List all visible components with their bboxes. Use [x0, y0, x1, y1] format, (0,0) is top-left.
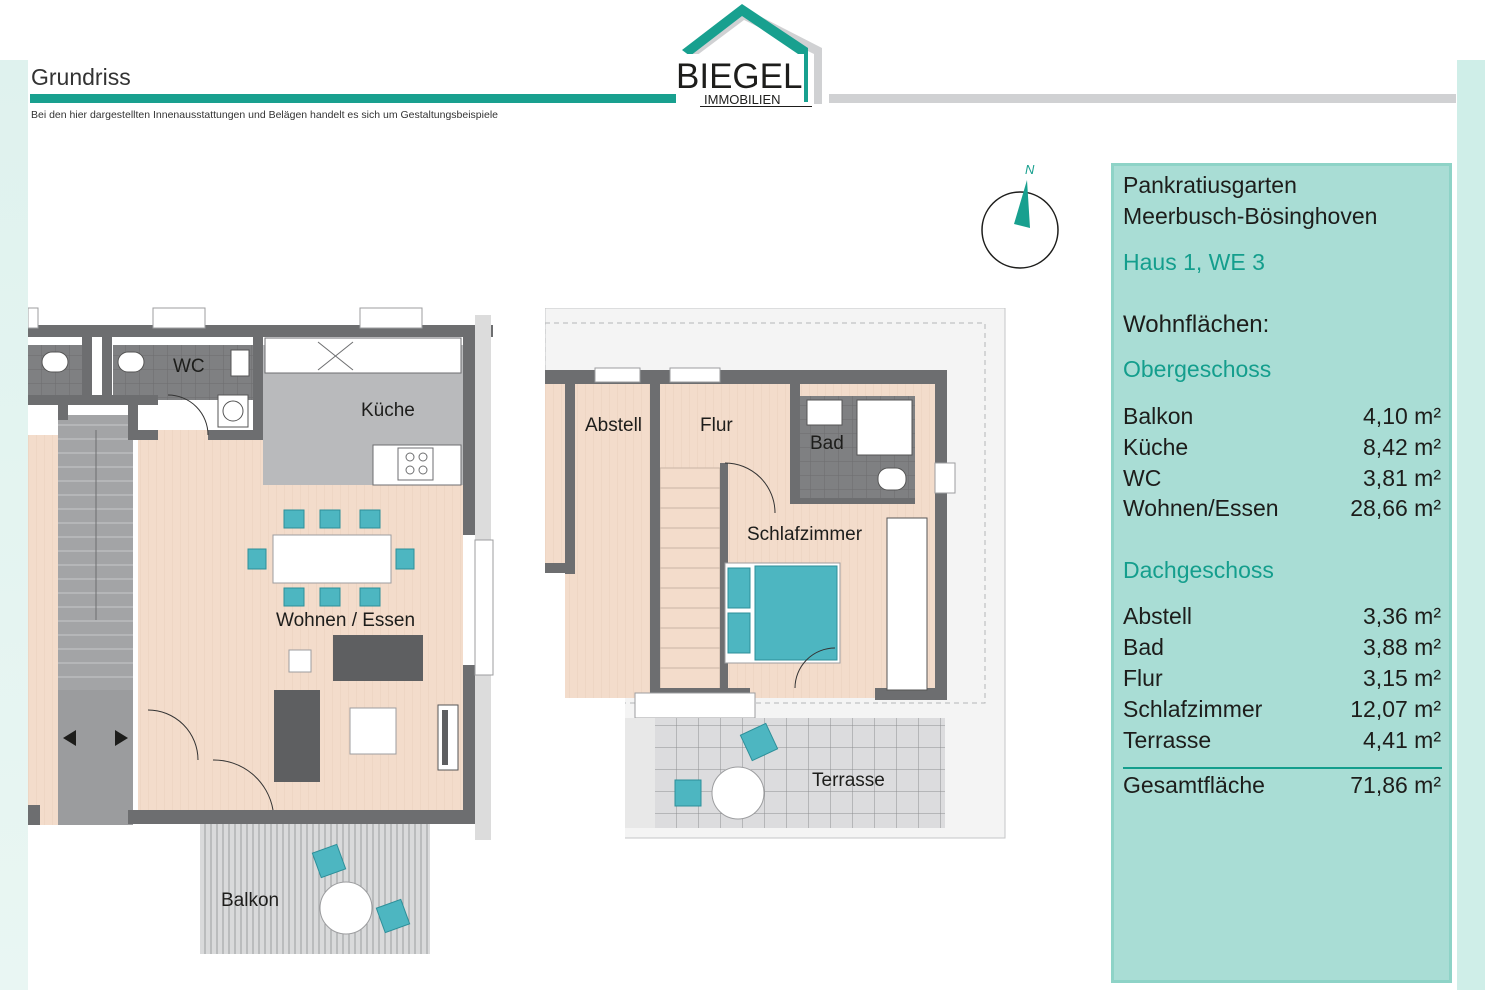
page-title: Grundriss	[31, 64, 131, 90]
section-heading-dachgeschoss: Dachgeschoss	[1123, 557, 1274, 583]
area-row-value: 4,41 m²	[1363, 727, 1441, 753]
area-row-label: Terrasse	[1123, 727, 1212, 753]
unit-label: Haus 1, WE 3	[1123, 249, 1265, 275]
logo-underline	[700, 106, 812, 107]
compass-icon: N	[981, 162, 1059, 269]
room-label-wc: WC	[173, 356, 205, 377]
room-label-schlafzimmer: Schlafzimmer	[747, 524, 863, 545]
area-row-label: Abstell	[1123, 603, 1193, 629]
project-name: Pankratiusgarten	[1123, 172, 1297, 198]
header-teal-rule	[30, 94, 698, 103]
room-label-abstell: Abstell	[585, 415, 642, 436]
area-row-value: 12,07 m²	[1350, 696, 1441, 722]
left-edge-strip	[0, 0, 28, 990]
area-row-label: Flur	[1123, 665, 1163, 691]
area-row-value: 3,81 m²	[1363, 465, 1441, 491]
right-edge-strip	[1457, 0, 1485, 990]
section-heading-obergeschoss: Obergeschoss	[1123, 356, 1272, 382]
area-row-value: 3,15 m²	[1363, 665, 1441, 691]
project-location: Meerbusch-Bösinghoven	[1123, 203, 1378, 229]
area-row-label: Wohnen/Essen	[1123, 495, 1279, 521]
area-row-label: WC	[1123, 465, 1162, 491]
room-label-terrasse: Terrasse	[812, 770, 885, 791]
area-row-value: 8,42 m²	[1363, 434, 1441, 460]
room-label-flur: Flur	[700, 415, 733, 436]
area-row-value: 3,88 m²	[1363, 634, 1441, 660]
room-label-balkon: Balkon	[221, 890, 279, 911]
area-info-panel: Pankratiusgarten Meerbusch-Bösinghoven H…	[1111, 163, 1452, 983]
room-label-wohnen-essen: Wohnen / Essen	[276, 610, 415, 631]
floor-plan-obergeschoss: WC Küche Wohnen / Essen Balkon	[28, 307, 494, 954]
compass-north-label: N	[1025, 162, 1035, 177]
floor-plan-dachgeschoss: Abstell Flur Bad Schlafzimmer Terrasse	[545, 308, 1006, 843]
room-label-bad: Bad	[810, 433, 844, 454]
area-row-label: Küche	[1123, 434, 1189, 460]
disclaimer-text: Bei den hier dargestellten Innenausstatt…	[31, 109, 498, 121]
room-label-kueche: Küche	[361, 400, 415, 421]
area-row-label: Schlafzimmer	[1123, 696, 1263, 722]
area-row-label: Balkon	[1123, 403, 1194, 429]
header-grey-rule	[829, 94, 1456, 103]
logo-subtitle: IMMOBILIEN	[704, 92, 781, 107]
area-row-value: 28,66 m²	[1350, 495, 1441, 521]
total-divider	[1123, 767, 1442, 769]
area-row-label: Bad	[1123, 634, 1164, 660]
total-area-label: Gesamtfläche	[1123, 772, 1265, 798]
living-area-heading: Wohnflächen:	[1123, 311, 1270, 338]
logo-house-icon	[676, 4, 822, 104]
total-area-value: 71,86 m²	[1350, 772, 1441, 798]
logo-wordmark: BIEGEL	[676, 57, 803, 96]
area-row-value: 3,36 m²	[1363, 603, 1441, 629]
area-row-value: 4,10 m²	[1363, 403, 1441, 429]
